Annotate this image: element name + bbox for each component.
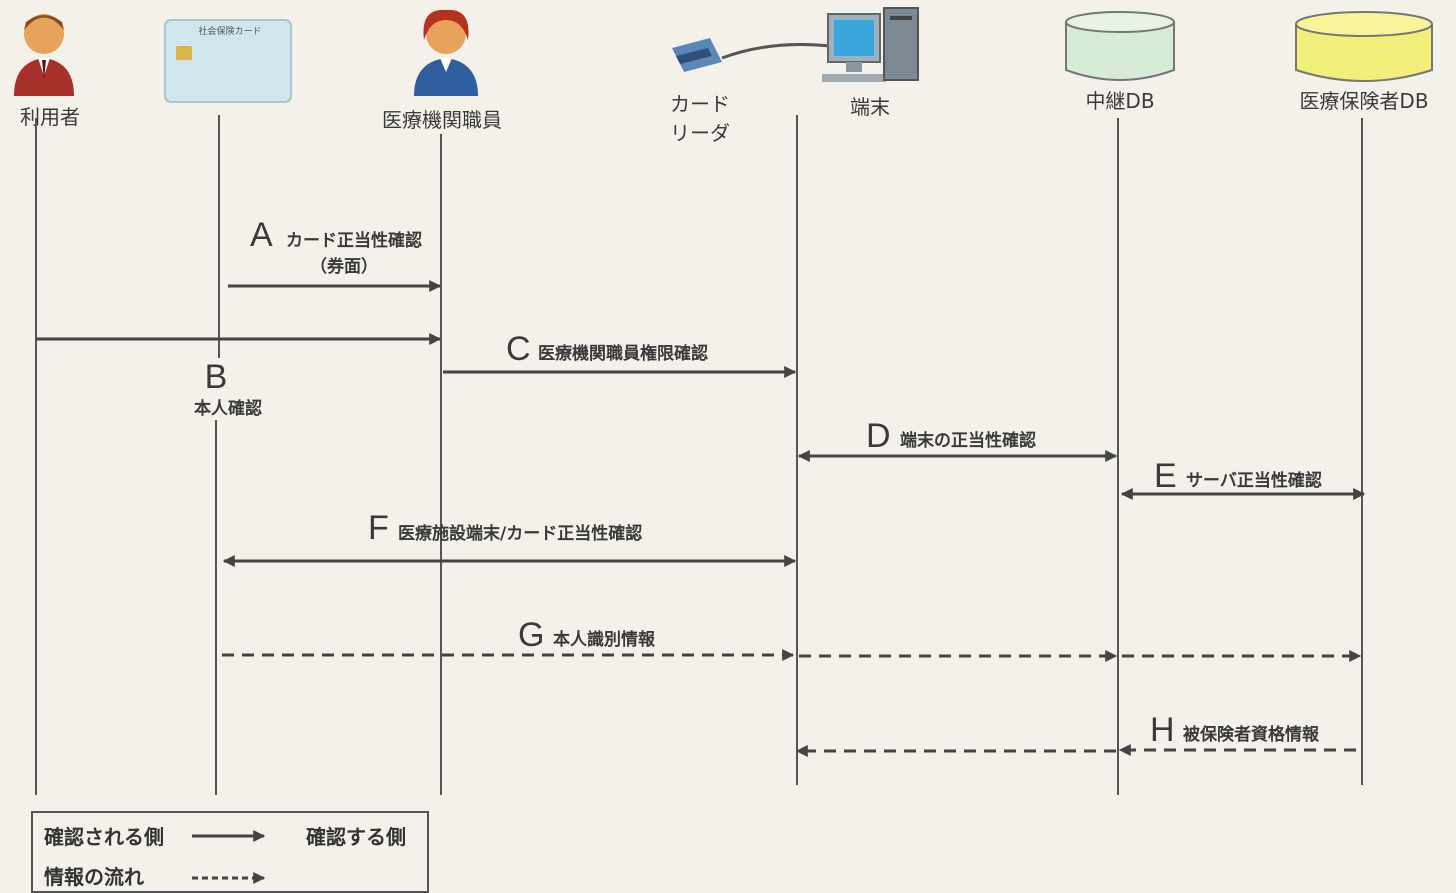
message-b-letter: B [205, 358, 228, 396]
message-e-label: サーバ正当性確認 [1186, 470, 1322, 491]
user-icon [14, 14, 74, 96]
actor-label-user: 利用者 [20, 105, 80, 129]
message-d-label: 端末の正当性確認 [900, 430, 1036, 451]
message-c-letter: C [506, 330, 531, 368]
message-a-label: カード正当性確認 [286, 230, 422, 251]
terminal-icon [822, 7, 919, 82]
message-h-label: 被保険者資格情報 [1183, 724, 1320, 745]
legend: 確認される側 確認する側 情報の流れ [31, 811, 429, 893]
message-a-letter: A [250, 216, 273, 254]
message-c-label: 医療機関職員権限確認 [538, 343, 708, 364]
legend-verified-side: 確認される側 [44, 825, 164, 849]
legend-info-flow: 情報の流れ [44, 865, 144, 889]
insurance-card-icon: 社会保険カード [164, 19, 292, 103]
message-g-letter: G [518, 616, 544, 654]
actor-label-relay-db: 中継DB [1085, 89, 1154, 113]
card-reader-icon [672, 38, 831, 72]
message-b-label: 本人確認 [194, 398, 262, 419]
message-f-letter: F [368, 509, 389, 547]
insurer-db-icon [1295, 11, 1433, 82]
message-g-label: 本人識別情報 [553, 629, 656, 650]
message-f-label: 医療施設端末/カード正当性確認 [398, 523, 642, 544]
actor-label-reader-line1: カード [670, 92, 730, 116]
actor-label-terminal: 端末 [850, 95, 890, 119]
legend-verifier-side: 確認する側 [306, 825, 406, 849]
message-e-letter: E [1154, 457, 1177, 495]
card-face-text: 社会保険カード [198, 25, 261, 37]
message-a-sublabel: （券面） [310, 256, 378, 277]
staff-icon [414, 9, 478, 96]
relay-db-icon [1065, 11, 1175, 81]
message-h-letter: H [1150, 711, 1175, 749]
message-d-letter: D [866, 417, 891, 455]
actor-label-staff: 医療機関職員 [382, 108, 502, 132]
actor-label-insurer-db: 医療保険者DB [1299, 89, 1428, 113]
actor-label-reader-line2: リーダ [670, 121, 730, 145]
legend-box [31, 811, 429, 893]
